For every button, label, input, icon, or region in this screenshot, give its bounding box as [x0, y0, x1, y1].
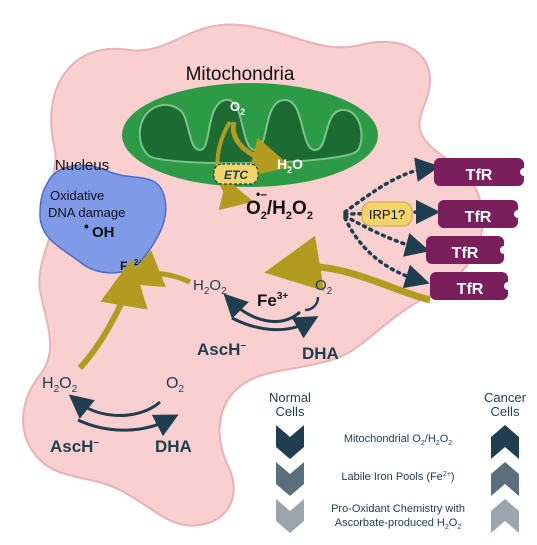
inner-asch-label: AscH– [197, 340, 246, 359]
legend-row1: Mitochondrial O2/H2O2 [344, 433, 452, 447]
arrow-o2-to-h2o [230, 121, 292, 177]
tfr-receptor: TfR [430, 272, 508, 300]
irp1-label: IRP1? [369, 207, 405, 222]
nucleus-text-line1: Oxidative [50, 188, 104, 203]
tfr-label: TfR [465, 209, 492, 226]
inner-h2o2-label: H2O2 [193, 277, 227, 297]
normal-chevron-1 [276, 425, 304, 459]
irp1-badge: IRP1? [361, 201, 413, 227]
tfr-receptors: TfR TfR TfR TfR [426, 158, 524, 300]
fe3-label: Fe3+ [257, 291, 288, 310]
nucleus-text-line2: DNA damage [48, 205, 125, 220]
arrow-outside-h2o2-to-fe2 [77, 258, 148, 370]
etc-badge: ETC [213, 163, 259, 185]
superoxide-radical-mark: •– [256, 187, 267, 201]
outside-cycle-arrow-bottom [77, 414, 179, 437]
tfr-label: TfR [457, 281, 484, 298]
outside-asch-label: AscH– [50, 437, 99, 456]
tfr-receptor: TfR [426, 236, 504, 264]
legend-row3-line1: Pro-Oxidant Chemistry with [331, 503, 465, 515]
cancer-chevron-1 [491, 425, 519, 459]
legend-row2: Labile Iron Pools (Fe2+) [341, 471, 454, 483]
hydroxyl-radical-dot: • [84, 218, 89, 234]
nucleus-label: Nucleus [55, 157, 109, 174]
mito-h2o-label: H2O [277, 156, 303, 175]
legend-normal-line2: Cells [276, 404, 305, 419]
legend-cancer-line2: Cells [491, 404, 520, 419]
superoxide-h2o2-label: O2/H2O2 [246, 198, 313, 222]
etc-label: ETC [224, 168, 248, 182]
legend-row3-line2: Ascorbate-produced H2O2 [335, 517, 462, 531]
hydroxyl-radical-label: OH [92, 224, 115, 241]
inner-cycle-arrow-o2 [304, 296, 320, 312]
outside-cycle-arrow-top [68, 394, 162, 419]
outside-h2o2-label: H2O2 [42, 375, 78, 395]
legend: Normal Cells Cancer Cells Mitochondrial … [269, 390, 527, 533]
legend-normal-line1: Normal [269, 390, 311, 405]
cancer-chevron-2 [491, 462, 519, 496]
mito-o2-label: O2 [230, 99, 245, 117]
inner-cycle-arrow-right [231, 316, 319, 339]
outside-o2-label: O2 [166, 375, 184, 395]
tfr-label: TfR [452, 245, 479, 262]
mitochondria-label: Mitochondria [186, 64, 295, 85]
outside-dha-label: DHA [155, 437, 192, 456]
arrow-tfr-to-fe [264, 235, 431, 304]
tfr-receptor: TfR [434, 158, 524, 186]
normal-chevron-2 [276, 462, 304, 496]
legend-cancer-line1: Cancer [484, 390, 527, 405]
cancer-chevron-3 [491, 499, 519, 533]
inner-o2-label: O2 [315, 277, 333, 297]
normal-chevron-3 [276, 499, 304, 533]
inner-dha-label: DHA [302, 344, 339, 363]
tfr-label: TfR [466, 167, 493, 184]
tfr-receptor: TfR [438, 200, 518, 228]
